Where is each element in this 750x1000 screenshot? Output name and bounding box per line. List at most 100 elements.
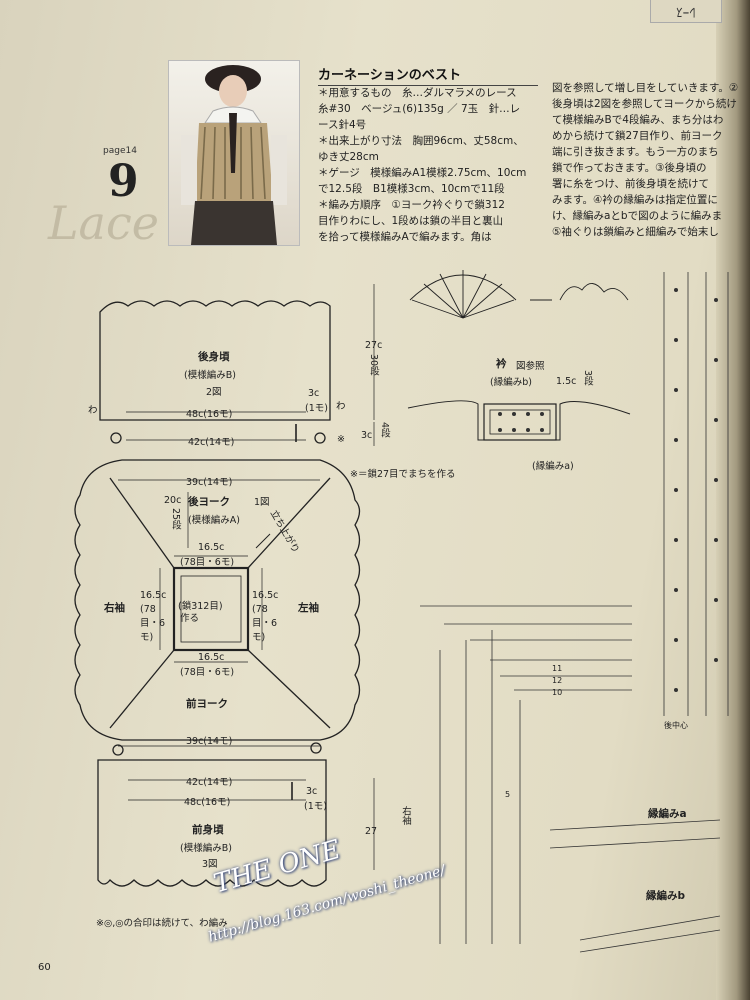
instructions-col1: ＊用意するもの 糸…ダルマラメのレース 糸#30 ベージュ(6)135g ／ 7… xyxy=(318,85,526,245)
instr-line: 端に引き抜きます。もう一方のまち xyxy=(552,146,719,158)
chart-edge-b: 縁編みb xyxy=(646,890,686,902)
instr-line: めから続けて鎖27目作り、前ヨーク xyxy=(552,130,723,142)
yoke-pattern: (模様編みA) xyxy=(188,515,240,526)
wa-label-right: わ xyxy=(336,401,346,412)
width-39-back: 39c(14モ) xyxy=(186,477,233,488)
instr-line: ＊用意するもの 糸…ダルマラメのレース xyxy=(318,87,517,99)
width-39-front: 39c(14モ) xyxy=(186,736,233,747)
yoke-diagonal xyxy=(109,649,175,729)
collar-label: 衿 xyxy=(496,358,507,370)
h-4rows: 4段 xyxy=(379,422,390,438)
h-1mo: (1モ) xyxy=(305,403,328,414)
instr-line: 糸#30 ベージュ(6)135g ／ 7玉 針…レ xyxy=(318,103,521,115)
instr-line: ース針4号 xyxy=(318,119,367,131)
page-gutter xyxy=(716,0,750,1000)
back-yoke-label: 後ヨーク xyxy=(188,496,230,508)
corner-tab: ﾚｰｽ xyxy=(650,0,722,23)
height-27: 27c xyxy=(365,340,383,351)
rows-30: 30段 xyxy=(368,354,379,376)
instr-line: みます。④衿の縁編みは指定位置に xyxy=(552,194,718,206)
front-1mo: (1モ) xyxy=(304,801,327,812)
gusset-note: ※＝鎖27目でまちを作る xyxy=(350,469,456,480)
fig1-label: 1図 xyxy=(254,497,270,508)
instr-line: け、縁編みaとbで図のように編みま xyxy=(552,210,723,222)
instr-line: ゆき丈28cm xyxy=(318,151,379,163)
top-78: (78目・6モ) xyxy=(180,557,235,568)
model-photo xyxy=(168,60,300,246)
collar-rect xyxy=(483,403,557,441)
collar-rows3: 3段 xyxy=(582,370,593,386)
instr-line: を拾って模様編みAで編みます。角は xyxy=(318,231,492,243)
instr-line: 後身頃は2図を参照してヨークから続け xyxy=(552,98,737,110)
chart-sleeve-label: 右袖 xyxy=(400,806,411,825)
bottom-78: (78目・6モ) xyxy=(180,667,235,678)
width-48-front: 48c(16モ) xyxy=(184,797,231,808)
chart-edge-a: 縁編みa xyxy=(648,808,687,820)
front-body-pattern: (模様編みB) xyxy=(180,843,232,854)
back-body-label: 後身頃 xyxy=(198,351,230,363)
chart-row-num: 5 xyxy=(505,790,511,799)
chart-row-num: 12 xyxy=(552,676,563,685)
yoke-diagonal xyxy=(109,477,175,569)
instr-line: 署に糸をつけ、前後身頃を続けて xyxy=(552,178,709,190)
chart-row-num: 11 xyxy=(552,664,563,673)
right-sleeve-label: 右袖 xyxy=(104,602,125,614)
collar-w15: 1.5c xyxy=(556,376,577,387)
left-78: (78目・6モ) xyxy=(140,604,166,643)
fig2-label: 2図 xyxy=(206,387,222,398)
neck-inner xyxy=(180,575,242,643)
make-label: 作る xyxy=(180,613,200,624)
instr-line: で12.5段 B1模様3cm、10cmで11段 xyxy=(318,183,505,195)
top-165: 16.5c xyxy=(198,542,225,553)
front-27: 27 xyxy=(365,826,378,837)
right-78: (78目・6モ) xyxy=(252,604,278,643)
front-body-outline xyxy=(97,759,327,887)
instr-line: 目作りわにし、1段めは鎖の半目と裏山 xyxy=(318,215,504,227)
instr-line: ＊出来上がり寸法 胸囲96cm、丈58cm、 xyxy=(318,135,524,147)
yoke-outline xyxy=(74,459,361,741)
left-165: 16.5c xyxy=(140,590,167,601)
instr-line: て模様編みBで4段編み、まち分はわ xyxy=(552,114,724,126)
left-sleeve-label: 左袖 xyxy=(298,602,319,614)
width-48: 48c(16モ) xyxy=(186,409,233,420)
instr-line: ＊編み方順序 ①ヨーク衿ぐりで鎖312 xyxy=(318,199,505,211)
instructions-col2: 図を参照して増し目をしていきます。② 後身頃は2図を参照してヨークから続け て模… xyxy=(552,80,739,240)
instr-line: 図を参照して増し目をしていきます。② xyxy=(552,82,739,94)
front-yoke-label: 前ヨーク xyxy=(186,698,228,710)
bottom-165: 16.5c xyxy=(198,652,225,663)
yoke-diagonal xyxy=(247,649,331,729)
mark-note: ※ xyxy=(337,434,345,445)
back-body-pattern: (模様編みB) xyxy=(184,370,236,381)
instr-line: 鎖で作っておきます。③後身頃の xyxy=(552,162,707,174)
lace-script: Lace xyxy=(48,196,159,250)
wa-label-left: わ xyxy=(88,405,98,416)
collar-edge-a: (縁編みa) xyxy=(532,461,574,472)
back-body-outline xyxy=(99,300,331,421)
instr-line: ＊ゲージ 模様編みA1模様2.75cm、10cm xyxy=(318,167,527,179)
front-body-label: 前身頃 xyxy=(192,824,224,836)
collar-ref: 図参照 xyxy=(516,361,545,372)
fig3-label: 3図 xyxy=(202,859,218,870)
collar-edge-b: (縁編みb) xyxy=(490,377,532,388)
pattern-number: 9 xyxy=(108,156,139,207)
h-3c: 3c xyxy=(308,388,320,399)
page-number: 60 xyxy=(38,962,51,973)
neck-square xyxy=(172,566,250,652)
rows-20c: 20c xyxy=(164,495,182,506)
chart-row-num: 10 xyxy=(552,688,563,697)
model-illustration xyxy=(181,65,287,245)
footnote: ※◎,◎の合印は続けて、わ編み xyxy=(96,918,228,929)
right-165: 16.5c xyxy=(252,590,279,601)
h-3c-2: 3c xyxy=(361,430,373,441)
front-3c: 3c xyxy=(306,786,318,797)
pattern-title: カーネーションのベスト xyxy=(318,64,538,86)
chart-center-back: 後中心 xyxy=(664,721,688,730)
rows-25: 25段 xyxy=(170,508,181,530)
instr-line: ⑤袖ぐりは鎖編みと細編みで始末し xyxy=(552,226,719,238)
chain-312: (鎖312目) xyxy=(178,601,223,612)
width-42: 42c(14モ) xyxy=(188,437,235,448)
width-42-front: 42c(14モ) xyxy=(186,777,233,788)
page-reference: page14 xyxy=(103,146,137,156)
